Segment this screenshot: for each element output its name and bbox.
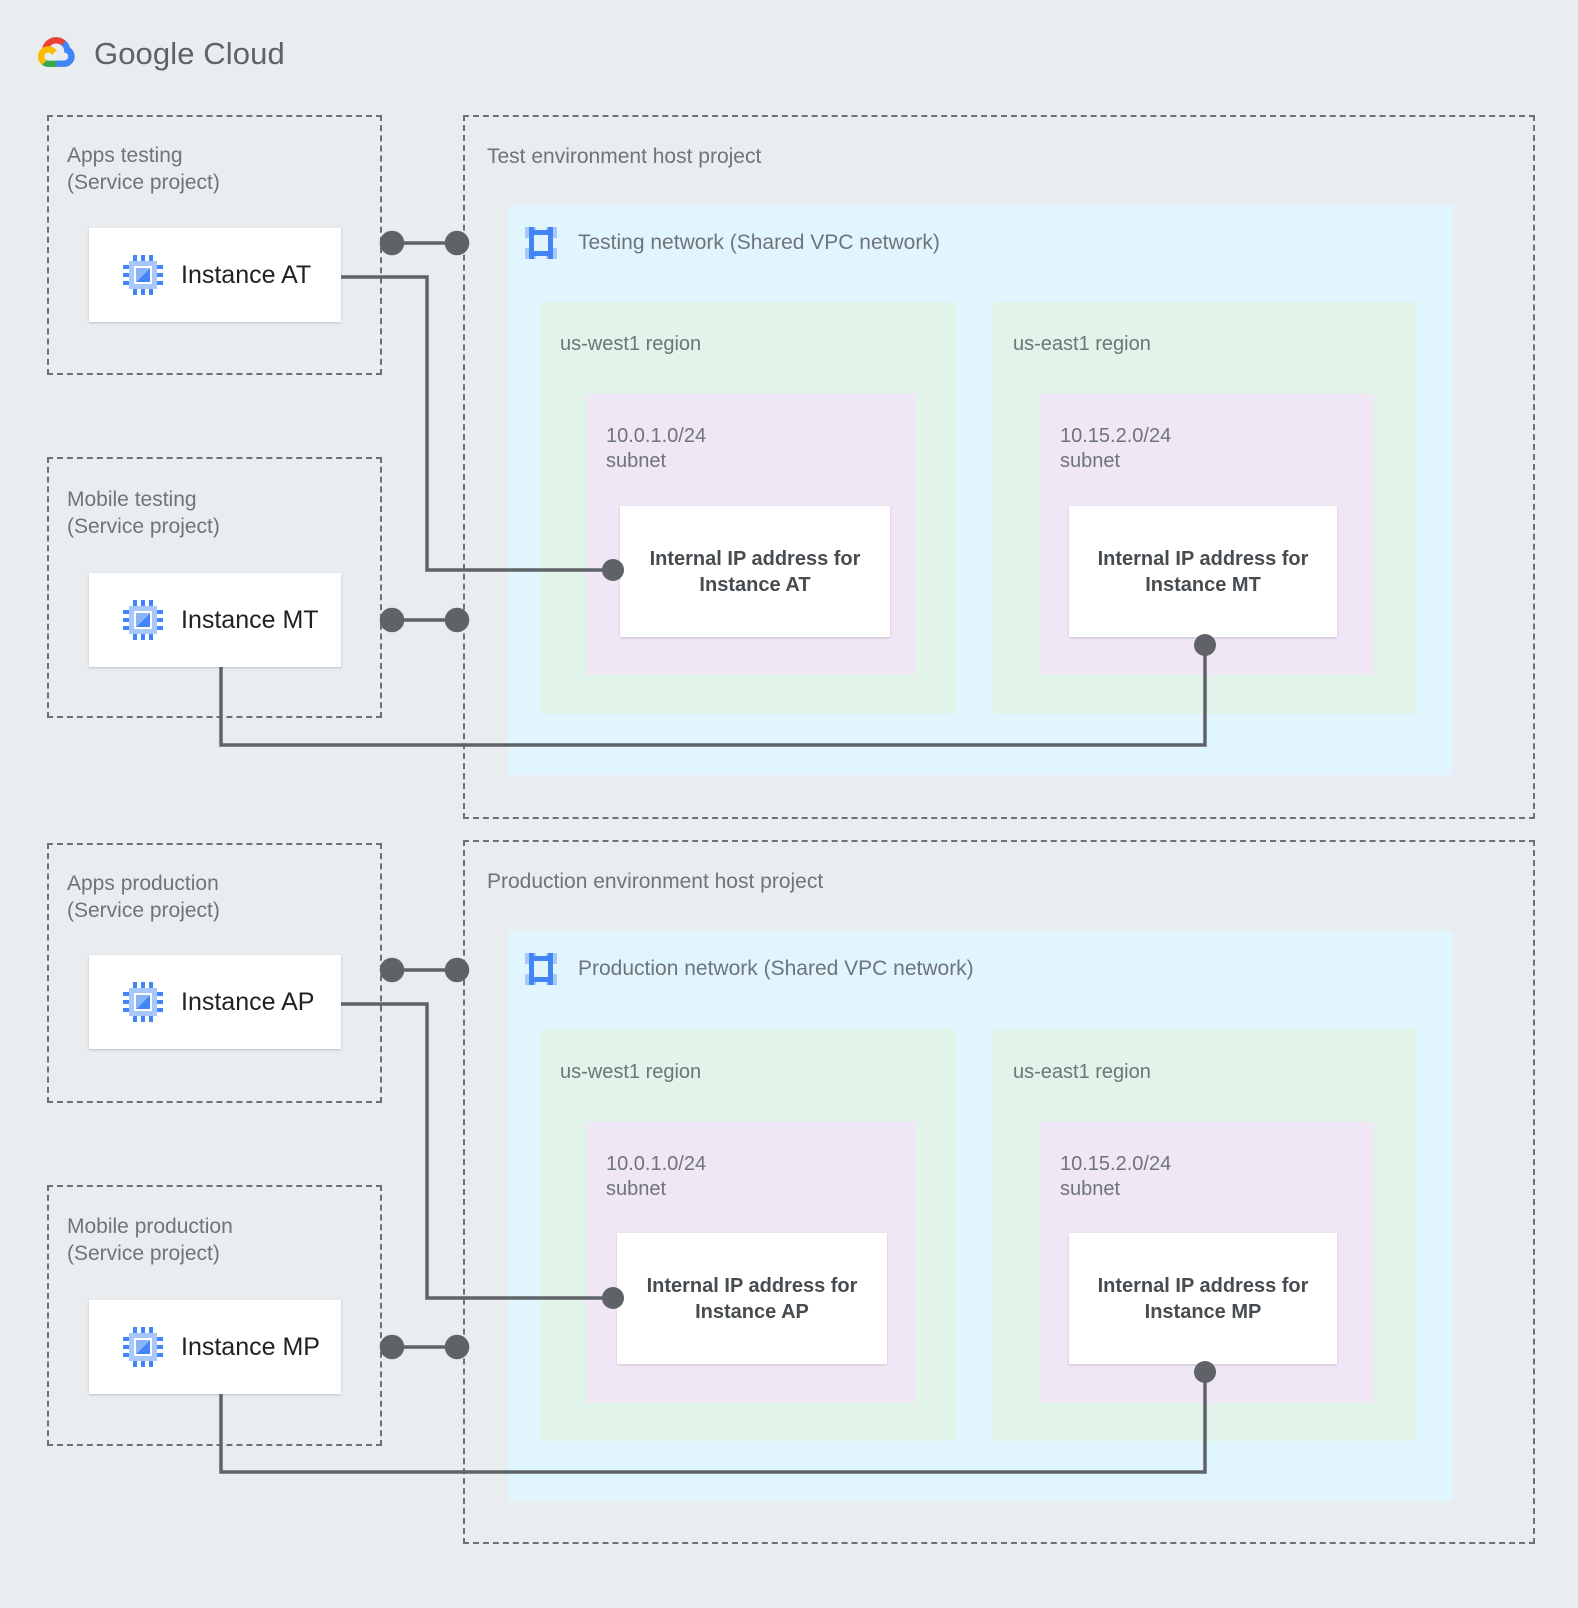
service-project-mobile-production <box>47 1185 382 1446</box>
service-project-mobile-testing-label: Mobile testing (Service project) <box>67 488 220 538</box>
instance-ap-box[interactable]: Instance AP <box>89 955 341 1049</box>
brand-title-bold: Google <box>94 36 195 71</box>
google-cloud-logo-icon <box>34 34 80 74</box>
instance-ap-label: Instance AP <box>181 987 315 1016</box>
ipbox-instance-mt-label: Internal IP address for Instance MT <box>1097 547 1309 596</box>
instance-mp-label: Instance MP <box>181 1332 320 1361</box>
compute-instance-icon <box>121 1325 165 1369</box>
testing-network-title: Testing network (Shared VPC network) <box>578 231 940 254</box>
link-dot-apps-production-left <box>379 957 405 983</box>
production-network-header: Production network (Shared VPC network) <box>522 950 974 988</box>
service-project-mobile-production-label: Mobile production (Service project) <box>67 1215 233 1265</box>
service-project-apps-production-label: Apps production (Service project) <box>67 872 220 922</box>
link-dot-apps-testing-left <box>379 230 405 256</box>
compute-instance-icon <box>121 253 165 297</box>
ipbox-instance-at-label: Internal IP address for Instance AT <box>649 547 861 596</box>
ipbox-instance-mt[interactable]: Internal IP address for Instance MT <box>1069 506 1337 637</box>
service-project-mobile-testing <box>47 457 382 718</box>
host-project-production-environment-title: Production environment host project <box>487 870 824 893</box>
region-prod-us-east1-label: us-east1 region <box>1013 1061 1151 1083</box>
instance-mt-label: Instance MT <box>181 605 319 634</box>
ipbox-instance-ap-label: Internal IP address for Instance AP <box>646 1274 858 1323</box>
production-network-title: Production network (Shared VPC network) <box>578 957 974 980</box>
instance-at-box[interactable]: Instance AT <box>89 228 341 322</box>
region-test-us-west1-label: us-west1 region <box>560 333 702 355</box>
region-prod-us-west1-label: us-west1 region <box>560 1061 702 1083</box>
instance-mt-box[interactable]: Instance MT <box>89 573 341 667</box>
brand-header: Google Cloud <box>34 34 285 74</box>
ipbox-instance-mp-label: Internal IP address for Instance MP <box>1097 1274 1309 1323</box>
instance-mp-box[interactable]: Instance MP <box>89 1300 341 1394</box>
region-test-us-east1-label: us-east1 region <box>1013 333 1151 355</box>
compute-instance-icon <box>121 980 165 1024</box>
host-project-test-environment-title: Test environment host project <box>487 145 762 168</box>
subnet-prod-us-east1-label: 10.15.2.0/24 subnet <box>1060 1153 1172 1200</box>
brand-title-light: Cloud <box>194 36 285 71</box>
brand-title: Google Cloud <box>94 36 285 72</box>
vpc-network-icon <box>522 950 560 988</box>
compute-instance-icon <box>121 598 165 642</box>
subnet-test-us-east1-label: 10.15.2.0/24 subnet <box>1060 425 1172 472</box>
testing-network-header: Testing network (Shared VPC network) <box>522 224 940 262</box>
ipbox-instance-at[interactable]: Internal IP address for Instance AT <box>620 506 890 637</box>
vpc-network-icon <box>522 224 560 262</box>
ipbox-instance-ap[interactable]: Internal IP address for Instance AP <box>617 1233 887 1364</box>
link-dot-mobile-testing-left <box>379 607 405 633</box>
ipbox-instance-mp[interactable]: Internal IP address for Instance MP <box>1069 1233 1337 1364</box>
instance-at-label: Instance AT <box>181 260 312 289</box>
subnet-test-us-west1-label: 10.0.1.0/24 subnet <box>606 425 707 472</box>
service-project-apps-testing-label: Apps testing (Service project) <box>67 144 220 194</box>
link-dot-mobile-production-left <box>379 1334 405 1360</box>
subnet-prod-us-west1-label: 10.0.1.0/24 subnet <box>606 1153 707 1200</box>
